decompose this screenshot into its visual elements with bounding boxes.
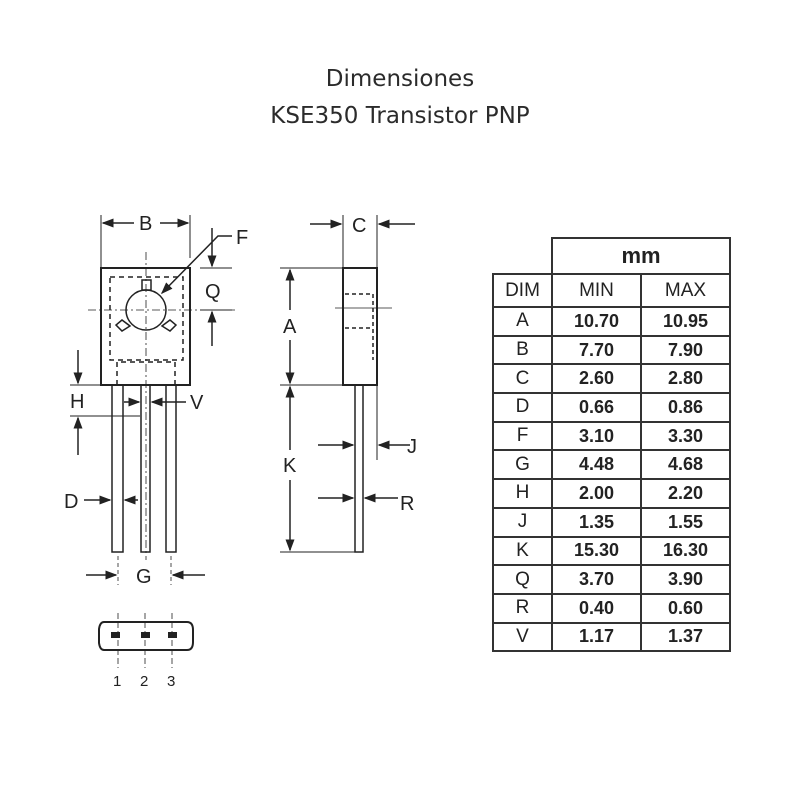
dim-label-k: K	[283, 455, 297, 477]
dim-cell: Q	[492, 564, 553, 595]
pin-label-3: 3	[167, 673, 175, 690]
min-cell: 2.60	[551, 363, 642, 395]
max-cell: 16.30	[640, 535, 731, 567]
min-cell: 1.17	[551, 621, 642, 653]
max-cell: 0.86	[640, 392, 731, 423]
min-cell: 15.30	[551, 535, 642, 567]
dim-cell: C	[492, 363, 553, 395]
header-max: MAX	[640, 273, 731, 308]
max-cell: 1.55	[640, 506, 731, 538]
dim-label-d: D	[64, 491, 78, 513]
dim-cell: F	[492, 420, 553, 452]
min-cell: 0.66	[551, 392, 642, 423]
header-min: MIN	[551, 273, 642, 308]
dim-cell: K	[492, 535, 553, 567]
dim-cell: G	[492, 449, 553, 481]
pin-label-2: 2	[140, 673, 148, 690]
side-lead	[354, 384, 364, 553]
side-body	[342, 267, 378, 386]
dim-cell: V	[492, 621, 553, 653]
dim-label-r: R	[400, 493, 414, 515]
max-cell: 3.90	[640, 564, 731, 595]
max-cell: 2.20	[640, 478, 731, 509]
title-line-1: Dimensiones	[325, 66, 475, 92]
header-dim: DIM	[492, 273, 553, 308]
min-cell: 0.40	[551, 592, 642, 624]
min-cell: 4.48	[551, 449, 642, 481]
min-cell: 3.10	[551, 420, 642, 452]
max-cell: 1.37	[640, 621, 731, 653]
dim-label-h: H	[70, 391, 84, 413]
dim-label-j: J	[407, 436, 417, 458]
dim-label-g: G	[136, 566, 152, 588]
dim-label-b: B	[139, 213, 152, 235]
dim-label-v: V	[190, 392, 204, 414]
max-cell: 7.90	[640, 334, 731, 366]
title-line-2: KSE350 Transistor PNP	[270, 103, 530, 129]
unit-header: mm	[551, 237, 731, 275]
dim-label-a: A	[283, 316, 297, 338]
dim-cell: H	[492, 478, 553, 509]
lead-2	[140, 384, 151, 553]
bottom-view-outline	[98, 621, 194, 651]
max-cell: 3.30	[640, 420, 731, 452]
min-cell: 2.00	[551, 478, 642, 509]
max-cell: 2.80	[640, 363, 731, 395]
dim-label-f: F	[236, 227, 248, 249]
dim-cell: J	[492, 506, 553, 538]
dim-label-c: C	[352, 215, 366, 237]
dim-cell: B	[492, 334, 553, 366]
min-cell: 10.70	[551, 306, 642, 337]
max-cell: 4.68	[640, 449, 731, 481]
max-cell: 0.60	[640, 592, 731, 624]
max-cell: 10.95	[640, 306, 731, 337]
dim-label-q: Q	[205, 281, 221, 303]
min-cell: 1.35	[551, 506, 642, 538]
dim-cell: R	[492, 592, 553, 624]
front-body	[100, 267, 191, 386]
lead-1	[111, 384, 124, 553]
dim-cell: A	[492, 306, 553, 337]
lead-3	[165, 384, 177, 553]
min-cell: 3.70	[551, 564, 642, 595]
dim-cell: D	[492, 392, 553, 423]
pin-label-1: 1	[113, 673, 121, 690]
min-cell: 7.70	[551, 334, 642, 366]
